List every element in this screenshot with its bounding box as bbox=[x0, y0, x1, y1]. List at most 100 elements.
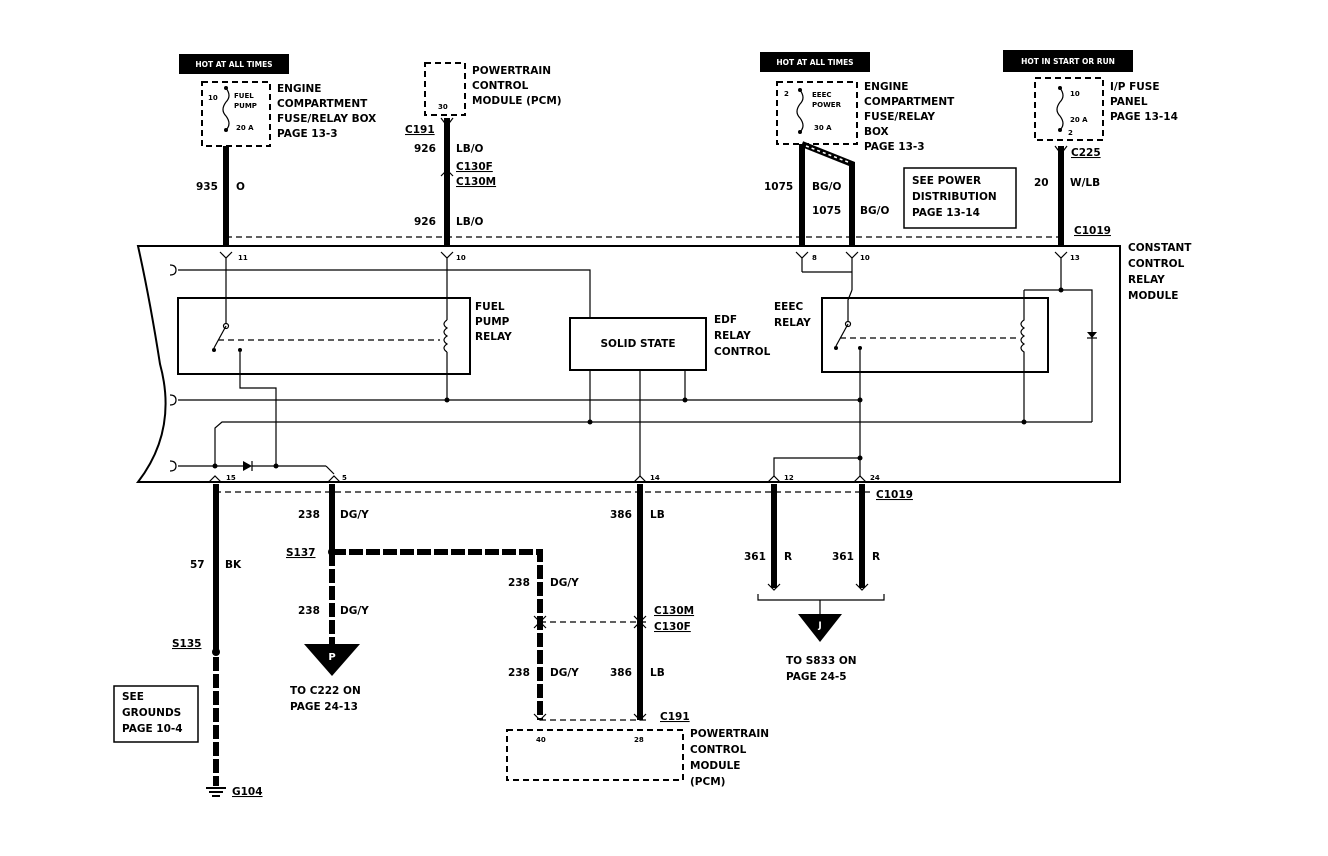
label-line: (PCM) bbox=[690, 776, 725, 788]
label-line: FUEL bbox=[475, 301, 505, 313]
wire-color: DG/Y bbox=[340, 605, 369, 617]
label-line: COMPARTMENT bbox=[864, 96, 955, 108]
label-line: CONTROL bbox=[690, 744, 747, 756]
label-line: CONSTANT bbox=[1128, 242, 1192, 254]
hot-tag-fuel-pump: HOT AT ALL TIMES bbox=[179, 54, 289, 74]
wire-color: DG/Y bbox=[340, 509, 369, 521]
connector-label: C130M bbox=[654, 605, 694, 617]
pin-label: 11 bbox=[238, 254, 248, 262]
wire-color: R bbox=[872, 551, 880, 563]
ip-fuse-label: I/P FUSE PANEL PAGE 13-14 bbox=[1110, 81, 1178, 123]
label-line: ENGINE bbox=[277, 83, 321, 95]
wire-circuit: 1075 bbox=[812, 205, 841, 217]
pin-label: 10 bbox=[860, 254, 870, 262]
wire-color: R bbox=[784, 551, 792, 563]
wire-color: LB bbox=[650, 509, 665, 521]
pin-label: 13 bbox=[1070, 254, 1080, 262]
eeec-relay-box bbox=[821, 297, 1049, 373]
wire-circuit: 386 bbox=[610, 667, 632, 679]
fuse-box-fuel-pump: 10 FUEL PUMP 20 A bbox=[201, 81, 271, 147]
wire-circuit: 926 bbox=[414, 216, 436, 228]
connector-label: S135 bbox=[172, 638, 201, 650]
see-power-box: SEE POWER DISTRIBUTION PAGE 13-14 bbox=[903, 167, 1017, 229]
ref-arrow-j: J bbox=[798, 614, 842, 642]
relay-labels: FUEL PUMP RELAY EDF RELAY CONTROL EEEC R… bbox=[475, 301, 811, 358]
wire-circuit: 1075 bbox=[764, 181, 793, 193]
label-line: RELAY bbox=[475, 331, 512, 343]
top-pins: 11 10 8 10 13 bbox=[219, 251, 1080, 264]
label-line: EEEC bbox=[774, 301, 804, 313]
label-line: RELAY bbox=[1128, 274, 1165, 286]
pin-label: 14 bbox=[650, 474, 660, 482]
hot-tag-ip: HOT IN START OR RUN bbox=[1003, 50, 1133, 72]
label-line: PAGE 10-4 bbox=[122, 723, 183, 735]
wire-color: O bbox=[236, 181, 245, 193]
label-line: PAGE 24-5 bbox=[786, 671, 847, 683]
engine-box-label-2: ENGINE COMPARTMENT FUSE/RELAY BOX PAGE 1… bbox=[864, 81, 955, 153]
label-line: MODULE bbox=[1128, 290, 1178, 302]
wire-circuit: 238 bbox=[298, 509, 320, 521]
label-line: PUMP bbox=[475, 316, 510, 328]
label-line: POWERTRAIN bbox=[690, 728, 769, 740]
label-line: CONTROL bbox=[1128, 258, 1185, 270]
label-line: I/P FUSE bbox=[1110, 81, 1160, 93]
wire-circuit: 57 bbox=[190, 559, 205, 571]
label-line: RELAY bbox=[714, 330, 751, 342]
engine-box-label-1: ENGINE COMPARTMENT FUSE/RELAY BOX PAGE 1… bbox=[277, 83, 376, 140]
ground-symbol bbox=[206, 787, 226, 797]
connector-label: C130M bbox=[456, 176, 496, 188]
label-line: PAGE 13-14 bbox=[912, 207, 980, 219]
label-line: PAGE 13-3 bbox=[277, 128, 338, 140]
fuse-rating: 30 A bbox=[814, 124, 832, 132]
wire-color: BK bbox=[225, 559, 242, 571]
label-line: DISTRIBUTION bbox=[912, 191, 997, 203]
label-line: MODULE (PCM) bbox=[472, 95, 562, 107]
label-line: RELAY bbox=[774, 317, 811, 329]
label-line: ENGINE bbox=[864, 81, 908, 93]
wire-238-mid bbox=[332, 549, 543, 720]
pin-label: 10 bbox=[456, 254, 466, 262]
pcm-bottom-box: 40 28 POWERTRAIN CONTROL MODULE (PCM) bbox=[506, 728, 769, 788]
connector-label: C191 bbox=[660, 711, 690, 723]
fuse-box-ip: 10 20 A 2 bbox=[1034, 77, 1104, 141]
ref-letter: J bbox=[817, 621, 821, 631]
label-line: FUSE/RELAY BOX bbox=[277, 113, 376, 125]
wire-color: BG/O bbox=[860, 205, 889, 217]
fuse-pin: 2 bbox=[1068, 129, 1073, 137]
pin-label: 30 bbox=[438, 103, 448, 111]
pin-label: 28 bbox=[634, 736, 644, 744]
wire-circuit: 926 bbox=[414, 143, 436, 155]
solid-state-label: SOLID STATE bbox=[600, 338, 675, 350]
wire-color: LB/O bbox=[456, 216, 484, 228]
ref-arrow-p: P bbox=[304, 644, 360, 676]
fuse-name: POWER bbox=[812, 101, 842, 109]
connector-label: C1019 bbox=[876, 489, 913, 501]
wire-circuit: 935 bbox=[196, 181, 218, 193]
label-line: PANEL bbox=[1110, 96, 1148, 108]
hot-tag-text: HOT IN START OR RUN bbox=[1021, 57, 1115, 66]
label-line: FUSE/RELAY bbox=[864, 111, 935, 123]
label-line: COMPARTMENT bbox=[277, 98, 368, 110]
label-line: CONTROL bbox=[472, 80, 529, 92]
fuse-rating: 20 A bbox=[236, 124, 254, 132]
fuse-box-eeec: 2 EEEC POWER 30 A bbox=[776, 81, 858, 145]
bottom-pins: 15 5 14 12 24 bbox=[208, 474, 880, 483]
fuse-rating: 20 A bbox=[1070, 116, 1088, 124]
pin-label: 24 bbox=[870, 474, 880, 482]
pin-label: 15 bbox=[226, 474, 236, 482]
wire-color: LB bbox=[650, 667, 665, 679]
label-line: CONTROL bbox=[714, 346, 771, 358]
label-line: TO S833 ON bbox=[786, 655, 857, 667]
hot-tag-eeec: HOT AT ALL TIMES bbox=[760, 52, 870, 72]
fuse-name: EEEC bbox=[812, 91, 831, 99]
connector-symbol bbox=[440, 169, 454, 177]
wire-circuit: 20 bbox=[1034, 177, 1049, 189]
pin-label: 8 bbox=[812, 254, 817, 262]
connector-label: C130F bbox=[456, 161, 493, 173]
fuel-pump-relay-box bbox=[177, 297, 471, 375]
module-label: CONSTANT CONTROL RELAY MODULE bbox=[1128, 242, 1192, 302]
connector-symbol bbox=[1054, 145, 1068, 155]
splice-s135 bbox=[212, 648, 220, 656]
wire-color: W/LB bbox=[1070, 177, 1100, 189]
label-line: TO C222 ON bbox=[290, 685, 361, 697]
